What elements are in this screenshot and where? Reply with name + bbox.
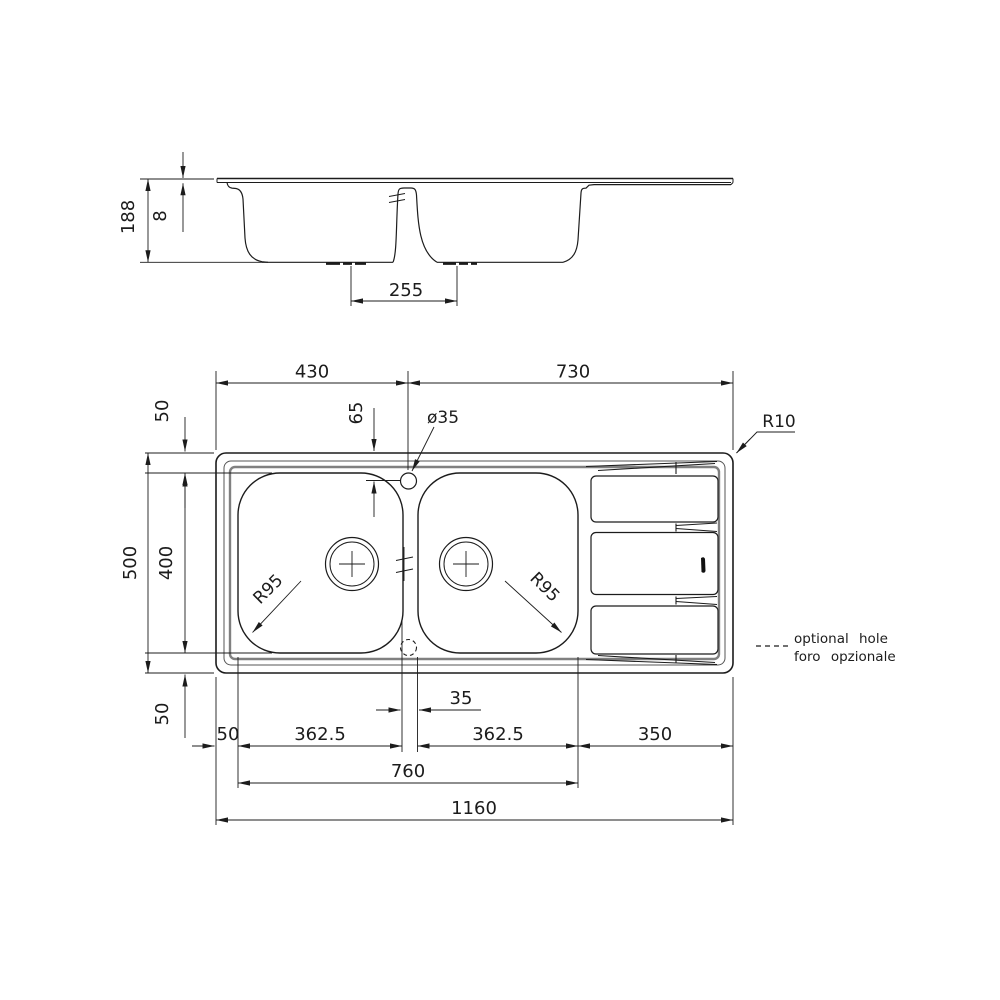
sink-rim-band: [228, 465, 721, 661]
plan-view: 430 730 65 ø35 R10 50 500 400 50 50 362.…: [120, 362, 796, 825]
right-bowl: [417, 472, 579, 654]
dim-bowl-radius-right-label: R95: [526, 569, 564, 607]
drainboard-bottom-channel: [585, 654, 718, 666]
dim-corner-radius-label: R10: [762, 412, 795, 432]
dim-margin-top-label: 50: [152, 400, 173, 423]
dim-overall-height-label: 188: [118, 200, 139, 234]
drainboard-groove-1: [675, 522, 718, 533]
dim-hole-diameter-label: ø35: [427, 408, 459, 428]
dim-bowl-right-label: 362.5: [472, 724, 524, 745]
side-divider-break-marks: [388, 193, 406, 203]
sink-outer-edge: [215, 452, 734, 674]
legend-line1: optional hole: [794, 631, 888, 647]
dim-margin-left-label: 50: [217, 724, 240, 745]
drainboard-rib-1: [590, 475, 719, 523]
faucet-hole: [399, 472, 418, 490]
side-bowl-profile: [226, 182, 731, 263]
plan-extension-lines: [145, 371, 734, 825]
dim-rim-height-label: 8: [150, 210, 171, 221]
left-bowl-drain: [324, 536, 380, 592]
left-bowl: [237, 472, 404, 654]
dim-bowl-radius-left-label: R95: [250, 571, 288, 609]
side-view: 188 8 255: [118, 152, 734, 306]
brand-mark: [701, 557, 706, 573]
dim-center-gap-label: 35: [450, 688, 473, 709]
sink-rim-inner-line: [223, 460, 726, 666]
dim-bowl-depth-label: 400: [156, 546, 177, 580]
legend-line2: foro opzionale: [794, 649, 896, 665]
optional-hole-dashed: [399, 638, 418, 657]
drainboard-top-channel: [585, 460, 718, 472]
dim-bowls-span-label: 760: [391, 761, 425, 782]
drainboard-rib-2: [590, 531, 719, 596]
legend: optional hole foro opzionale: [756, 631, 896, 665]
drainboard: [585, 460, 719, 666]
plan-dimension-lines: [145, 380, 795, 823]
drainboard-groove-2: [675, 595, 718, 606]
dim-bowl-left-label: 362.5: [294, 724, 346, 745]
right-bowl-drain: [438, 536, 494, 592]
dim-drainer-width-label: 350: [638, 724, 672, 745]
dim-hole-offset-label: 65: [346, 402, 367, 425]
dim-overall-length-label: 1160: [451, 798, 497, 819]
dim-span-left-label: 430: [295, 362, 329, 383]
dim-overall-depth-label: 500: [120, 546, 141, 580]
dim-drain-centers-label: 255: [389, 280, 423, 301]
drainboard-rib-3: [590, 605, 719, 655]
side-dimension-lines: [140, 152, 458, 306]
dim-margin-bottom-label: 50: [152, 703, 173, 726]
center-break-mark: [395, 547, 414, 581]
dim-span-right-label: 730: [556, 362, 590, 383]
